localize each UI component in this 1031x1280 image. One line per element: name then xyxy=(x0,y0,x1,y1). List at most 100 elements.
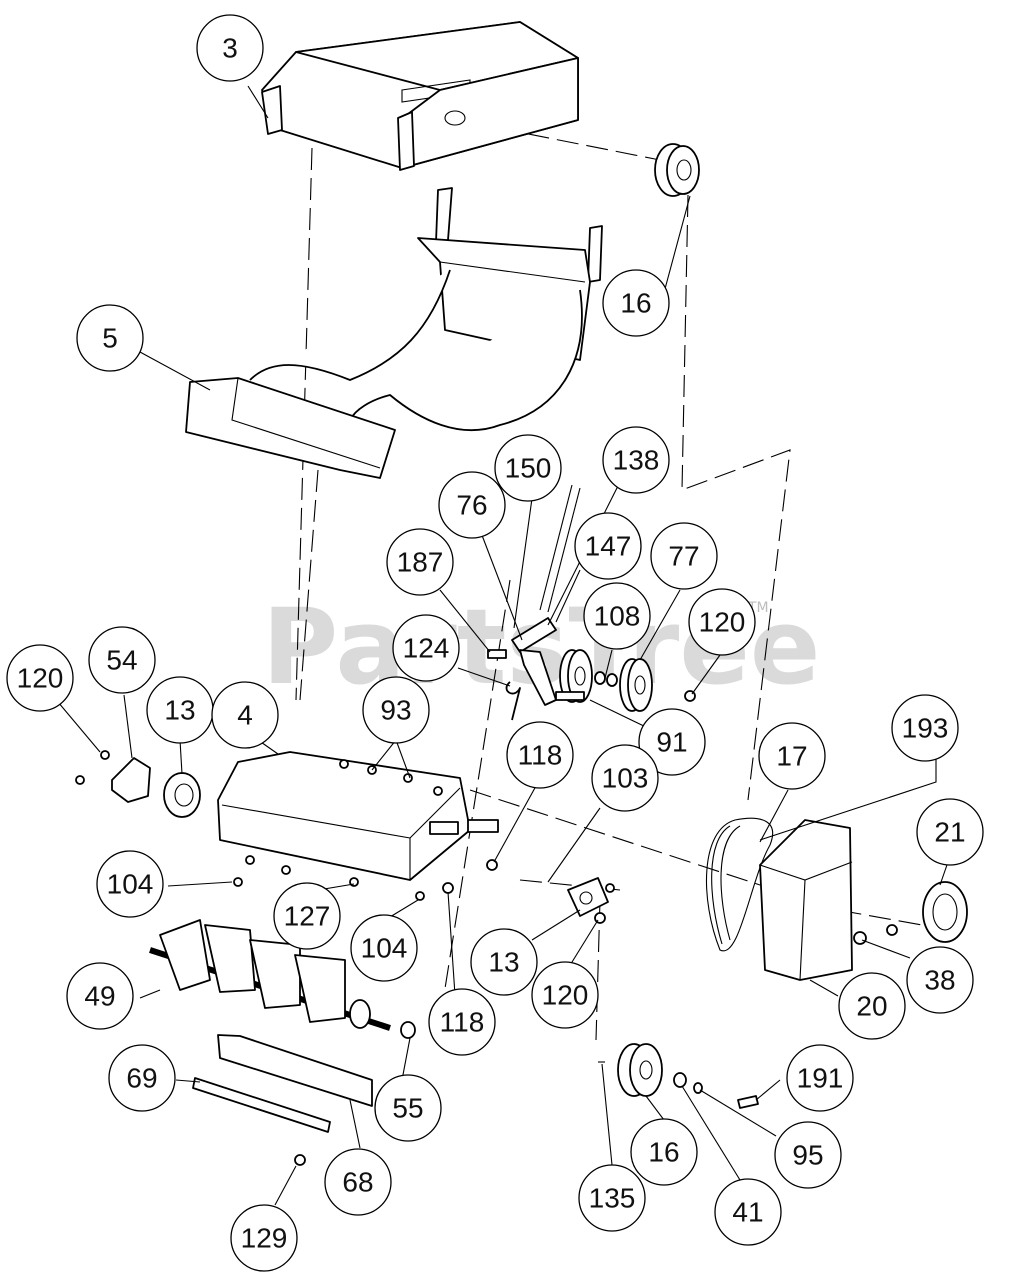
callout-138[interactable]: 138 xyxy=(602,426,670,494)
callout-label: 41 xyxy=(732,1197,763,1228)
callout-label: 118 xyxy=(518,740,563,771)
part-16-top-pulley xyxy=(654,143,700,197)
callout-label: 55 xyxy=(392,1093,423,1124)
callout-124[interactable]: 124 xyxy=(392,614,460,682)
callout-41[interactable]: 41 xyxy=(714,1178,782,1246)
part-21-decal xyxy=(922,881,968,943)
callout-label: 21 xyxy=(934,817,965,848)
callout-118-top[interactable]: 118 xyxy=(506,721,574,789)
callout-label: 150 xyxy=(505,453,552,484)
callout-129[interactable]: 129 xyxy=(230,1204,298,1272)
callout-label: 120 xyxy=(699,607,746,638)
part-5-handle-frame xyxy=(185,187,603,479)
callout-193[interactable]: 193 xyxy=(891,694,959,762)
callout-54[interactable]: 54 xyxy=(88,626,156,694)
callout-label: 49 xyxy=(84,981,115,1012)
callout-38[interactable]: 38 xyxy=(906,946,974,1014)
callout-label: 77 xyxy=(668,541,699,572)
callout-104-left[interactable]: 104 xyxy=(96,850,164,918)
leader-lines xyxy=(57,85,949,1206)
callout-label: 108 xyxy=(594,601,641,632)
callout-17[interactable]: 17 xyxy=(758,722,826,790)
callout-label: 38 xyxy=(924,965,955,996)
callout-label: 124 xyxy=(403,633,450,664)
callout-label: 104 xyxy=(107,869,154,900)
callout-label: 5 xyxy=(102,323,118,354)
callout-13-left[interactable]: 13 xyxy=(146,676,214,744)
callout-label: 13 xyxy=(164,695,195,726)
callout-label: 91 xyxy=(656,727,687,758)
callout-104-mid[interactable]: 104 xyxy=(350,914,418,982)
callout-55[interactable]: 55 xyxy=(374,1074,442,1142)
callout-label: 135 xyxy=(589,1183,636,1214)
callout-91[interactable]: 91 xyxy=(638,708,706,776)
callout-147[interactable]: 147 xyxy=(574,512,642,580)
callout-label: 127 xyxy=(284,901,331,932)
callout-label: 193 xyxy=(902,713,949,744)
callout-187[interactable]: 187 xyxy=(386,528,454,596)
callout-label: 95 xyxy=(792,1140,823,1171)
callout-20[interactable]: 20 xyxy=(838,972,906,1040)
callout-label: 76 xyxy=(456,490,487,521)
callout-label: 68 xyxy=(342,1167,373,1198)
callout-21[interactable]: 21 xyxy=(916,798,984,866)
part-3-top-housing xyxy=(261,21,579,171)
callout-127[interactable]: 127 xyxy=(273,882,341,950)
part-17-belt xyxy=(706,817,774,952)
part-54-bracket xyxy=(111,757,151,803)
callout-120-right[interactable]: 120 xyxy=(531,961,599,1029)
callout-191[interactable]: 191 xyxy=(786,1044,854,1112)
callout-label: 138 xyxy=(613,445,660,476)
callout-label: 4 xyxy=(237,700,253,731)
callout-150[interactable]: 150 xyxy=(494,434,562,502)
callout-label: 187 xyxy=(397,547,444,578)
part-4-tine-housing xyxy=(217,751,499,881)
callout-label: 129 xyxy=(241,1223,288,1254)
callout-label: 69 xyxy=(126,1063,157,1094)
callout-4[interactable]: 4 xyxy=(211,681,279,749)
part-13-right-bearing xyxy=(567,877,609,917)
part-16-bottom-pulley xyxy=(598,1043,759,1109)
hardware-dots xyxy=(75,750,898,1166)
part-20-belt-cover xyxy=(759,819,853,981)
callout-label: 104 xyxy=(361,933,408,964)
callout-120-left[interactable]: 120 xyxy=(6,644,74,712)
callout-label: 16 xyxy=(620,288,651,319)
callout-label: 103 xyxy=(602,763,649,794)
callout-135[interactable]: 135 xyxy=(578,1164,646,1232)
callout-3[interactable]: 3 xyxy=(196,14,264,82)
callout-13-right[interactable]: 13 xyxy=(470,928,538,996)
callout-103[interactable]: 103 xyxy=(591,744,659,812)
callout-69[interactable]: 69 xyxy=(108,1044,176,1112)
callout-5[interactable]: 5 xyxy=(76,304,144,372)
callout-16-top[interactable]: 16 xyxy=(602,269,670,337)
callout-68[interactable]: 68 xyxy=(324,1148,392,1216)
callout-76[interactable]: 76 xyxy=(438,471,506,539)
callout-label: 147 xyxy=(585,531,632,562)
callout-label: 120 xyxy=(542,980,589,1011)
callout-118-bottom[interactable]: 118 xyxy=(428,988,496,1056)
callout-label: 54 xyxy=(106,645,137,676)
callout-label: 118 xyxy=(440,1007,485,1038)
callout-95[interactable]: 95 xyxy=(774,1121,842,1189)
callout-16-bottom[interactable]: 16 xyxy=(630,1118,698,1186)
callout-label: 191 xyxy=(797,1063,844,1094)
part-49-tine-shaft xyxy=(149,919,416,1039)
callout-49[interactable]: 49 xyxy=(66,962,134,1030)
callout-label: 17 xyxy=(776,741,807,772)
part-68-plate xyxy=(217,1034,373,1107)
callout-label: 3 xyxy=(222,33,238,64)
callout-120-mid[interactable]: 120 xyxy=(688,588,756,656)
part-13-left-bearing xyxy=(163,772,201,818)
callout-108[interactable]: 108 xyxy=(583,582,651,650)
callouts: 3 16 5 150 138 76 147 187 77 108 120 124… xyxy=(6,14,984,1272)
callout-label: 20 xyxy=(856,991,887,1022)
callout-77[interactable]: 77 xyxy=(650,522,718,590)
callout-93[interactable]: 93 xyxy=(362,676,430,744)
callout-label: 120 xyxy=(17,663,64,694)
callout-label: 16 xyxy=(648,1137,679,1168)
callout-label: 93 xyxy=(380,695,411,726)
linkage-assembly xyxy=(487,484,696,721)
